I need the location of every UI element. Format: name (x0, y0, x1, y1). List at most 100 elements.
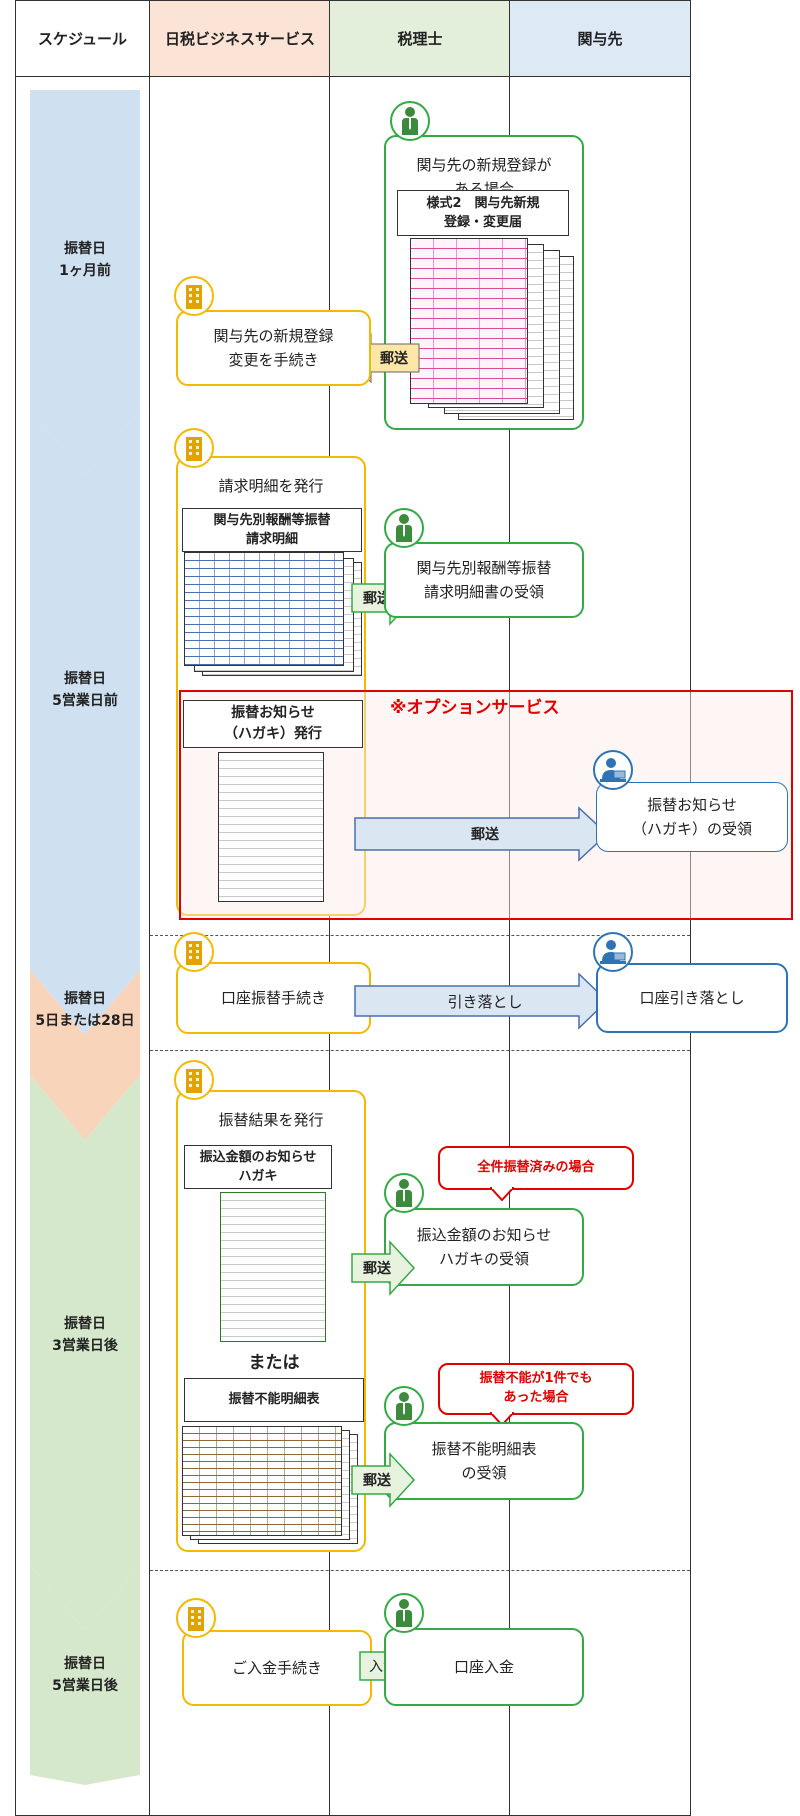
label-line2: （ハガキ）発行 (224, 726, 322, 742)
businessman-icon (384, 1173, 424, 1213)
billing-doc-label: 関与先別報酬等振替 請求明細 (182, 508, 362, 552)
label-line2: ハガキ (238, 1169, 278, 1184)
phase-line2: 5営業日後 (52, 1678, 118, 1694)
mail-arrow-label: 郵送 (380, 351, 408, 367)
failed-transfer-statement-image (182, 1426, 342, 1536)
phase-shape-5-business-days-before (30, 410, 140, 1035)
header-nikkei: 日税ビジネスサービス (150, 0, 330, 76)
column-divider (149, 0, 150, 1816)
form2-label: 様式2 関与先新規 登録・変更届 (397, 190, 569, 236)
phase-line1: 振替日 (64, 1655, 106, 1672)
label-line1: 関与先別報酬等振替 (213, 512, 331, 528)
phase-3-business-days-after: 振替日 3営業日後 (30, 1300, 140, 1370)
notice-card-label: 振替お知らせ （ハガキ）発行 (183, 700, 363, 748)
box-line1: 関与先別報酬等振替 (416, 559, 552, 577)
payment-label: ご入金手続き (231, 1659, 322, 1677)
billing-title: 請求明細を発行 (218, 477, 324, 495)
phase-transfer-day: 振替日 5日または28日 (25, 975, 145, 1045)
box-line2: ハガキの受領 (438, 1250, 529, 1268)
client-debit-label: 口座引き落とし (639, 989, 745, 1007)
phase-1-month-before: 振替日 1ヶ月前 (30, 225, 140, 295)
label-line1: 振込金額のお知らせ (199, 1149, 317, 1165)
tax-failed-statement-receipt-box: 振替不能明細表 の受領 (384, 1422, 584, 1500)
schedule-chevrons (30, 90, 140, 1785)
building-icon (176, 1598, 216, 1638)
label-line2: 登録・変更届 (443, 215, 522, 230)
account-transfer-label: 口座振替手続き (220, 989, 326, 1007)
or-text: または (248, 1353, 300, 1373)
callout-tail (490, 1187, 514, 1201)
account-deposit-label: 口座入金 (453, 1658, 514, 1676)
box-line1: 振替お知らせ (647, 796, 737, 814)
person-at-computer-icon (593, 932, 633, 972)
phase-line1: 振替日 (64, 670, 106, 687)
mail-arrow-right (351, 1240, 416, 1296)
phase-line1: 振替日 (64, 990, 106, 1007)
mail-arrow-right (354, 806, 609, 862)
header-client: 関与先 (510, 0, 690, 76)
phase-line2: 3営業日後 (52, 1338, 118, 1354)
tax-account-deposit-box: 口座入金 (384, 1628, 584, 1706)
tax-billing-receipt-box: 関与先別報酬等振替 請求明細書の受領 (384, 542, 584, 618)
phase-5-business-days-before: 振替日 5営業日前 (30, 655, 140, 725)
column-divider (509, 0, 510, 1816)
phase-shape-5-business-days-after (30, 1565, 140, 1785)
notice-postcard-image (218, 752, 324, 902)
mail-arrow-label: 郵送 (363, 1473, 391, 1489)
client-notice-receipt-box: 振替お知らせ （ハガキ）の受領 (596, 782, 788, 852)
phase-shape-transfer-day (30, 970, 140, 1140)
row-divider (150, 1050, 690, 1051)
phase-line2: 1ヶ月前 (59, 263, 111, 279)
row-divider (150, 935, 690, 936)
callout-line1: 振替不能が1件でも (479, 1371, 593, 1387)
person-at-computer-icon (593, 750, 633, 790)
nikkei-account-transfer-box: 口座振替手続き (176, 962, 371, 1034)
label-line2: 請求明細 (245, 532, 298, 547)
businessman-icon (384, 1386, 424, 1426)
failed-transfer-callout: 振替不能が1件でも あった場合 (438, 1363, 634, 1415)
phase-line1: 振替日 (64, 1315, 106, 1332)
phase-line2: 5営業日前 (52, 693, 118, 709)
option-service-title: ※オプションサービス (390, 698, 560, 718)
nikkei-registration-box: 関与先の新規登録 変更を手続き (176, 310, 371, 386)
building-icon (174, 932, 214, 972)
client-debit-box: 口座引き落とし (596, 963, 788, 1033)
debit-arrow-label: 引き落とし (447, 992, 523, 1011)
building-icon (174, 428, 214, 468)
building-icon (174, 276, 214, 316)
box-line1: 関与先の新規登録が (416, 156, 552, 174)
callout-line2: あった場合 (503, 1390, 569, 1405)
header-divider (15, 76, 691, 77)
phase-shape-1-month-before (30, 90, 140, 475)
box-line1: 関与先の新規登録 (213, 327, 334, 345)
label-line1: 振替お知らせ (231, 705, 315, 721)
transfer-result-title: 振替結果を発行 (218, 1111, 324, 1129)
building-icon (174, 1060, 214, 1100)
phase-shape-3-business-days-after (30, 1075, 140, 1630)
box-line1: 振込金額のお知らせ (416, 1226, 552, 1244)
tax-remittance-receipt-box: 振込金額のお知らせ ハガキの受領 (384, 1208, 584, 1286)
box-line2: 請求明細書の受領 (423, 583, 544, 601)
mail-arrow-right (351, 1452, 416, 1508)
registration-form-image (410, 238, 528, 404)
failed-transfer-label: 振替不能明細表 (184, 1378, 364, 1422)
billing-statement-image (184, 552, 344, 666)
box-line2: 変更を手続き (228, 351, 319, 369)
label-line1: 様式2 関与先新規 (426, 195, 540, 211)
mail-arrow-label: 郵送 (471, 827, 499, 843)
row-divider (150, 1570, 690, 1571)
all-transferred-callout: 全件振替済みの場合 (438, 1146, 634, 1190)
mail-arrow-label: 郵送 (363, 1261, 391, 1277)
box-line1: 振替不能明細表 (431, 1440, 537, 1458)
businessman-icon (390, 101, 430, 141)
header-tax-accountant: 税理士 (330, 0, 510, 76)
debit-arrow-right (354, 972, 609, 1030)
remittance-notice-label: 振込金額のお知らせ ハガキ (184, 1145, 332, 1189)
phase-5-business-days-after: 振替日 5営業日後 (30, 1640, 140, 1710)
phase-line1: 振替日 (64, 240, 106, 257)
phase-line2: 5日または28日 (35, 1013, 135, 1029)
box-line2: の受領 (461, 1464, 507, 1482)
callout-tail (490, 1412, 514, 1426)
businessman-icon (384, 508, 424, 548)
remittance-postcard-image (220, 1192, 326, 1342)
